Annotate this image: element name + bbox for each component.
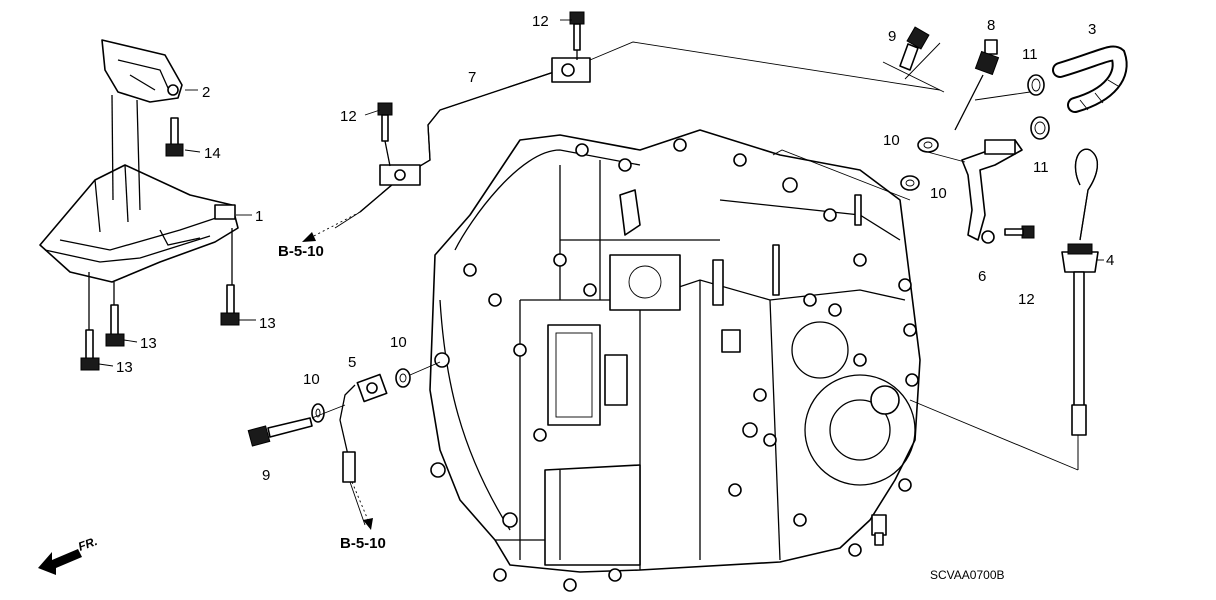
leader	[919, 149, 966, 163]
callout-2: 2	[202, 84, 210, 101]
callout-9-upper: 9	[888, 28, 896, 45]
reference-label-bottom: B-5-10	[340, 535, 386, 552]
reference-label-top: B-5-10	[278, 243, 324, 260]
bolt-part-13-middle	[105, 282, 125, 347]
guide-line	[909, 399, 1079, 471]
callout-1: 1	[255, 208, 263, 225]
front-direction-arrow-icon	[38, 549, 82, 575]
mount-bracket-part-2	[101, 39, 183, 211]
sensor-part-8	[954, 39, 1000, 131]
callout-10-lower: 10	[303, 371, 320, 388]
callout-4: 4	[1106, 252, 1114, 269]
leader	[311, 404, 346, 419]
diagram-code: SCVAA0700B	[930, 568, 1005, 582]
bolt-part-12-left	[377, 102, 393, 167]
callout-3: 3	[1088, 21, 1096, 38]
leader	[364, 109, 381, 116]
transmission-case	[429, 129, 921, 592]
bolt-part-13-left	[80, 272, 100, 371]
clamp-part-11-lower	[1030, 116, 1050, 140]
callout-10-right-lower: 10	[930, 185, 947, 202]
bolt-part-12-right	[1004, 225, 1035, 239]
reference-arrow-top	[302, 211, 361, 242]
front-direction-label: FR.	[76, 534, 99, 554]
leader	[882, 61, 945, 93]
washer-part-10-right-lower	[900, 175, 920, 191]
hose-part-3	[1052, 45, 1128, 113]
leader	[974, 91, 1031, 101]
bolt-part-12-top	[569, 11, 585, 60]
callout-13-left: 13	[116, 359, 133, 376]
callout-12-top: 12	[532, 13, 549, 30]
callout-11-upper: 11	[1022, 46, 1038, 63]
reference-arrow-bottom	[351, 481, 373, 530]
callout-5: 5	[348, 354, 356, 371]
callout-8: 8	[987, 17, 995, 34]
callout-7: 7	[468, 69, 476, 86]
washer-part-10-upper	[395, 368, 411, 388]
bolt-part-14	[165, 117, 184, 157]
callout-12-right: 12	[1018, 291, 1035, 308]
clamp-part-11-upper	[1027, 74, 1045, 96]
guide-line	[589, 41, 941, 91]
washer-part-10-lower	[311, 403, 325, 423]
guide-line	[772, 149, 911, 201]
callout-10-right-upper: 10	[883, 132, 900, 149]
callout-11-lower: 11	[1033, 159, 1049, 176]
callout-14: 14	[204, 145, 221, 162]
leader	[904, 42, 941, 80]
pipe-part-6	[961, 139, 1023, 244]
callout-9-lower: 9	[262, 467, 270, 484]
bolt-part-9-upper	[899, 26, 930, 71]
bolt-part-13-right	[220, 228, 240, 326]
callout-12-left: 12	[340, 108, 357, 125]
bolt-part-9-lower	[247, 417, 313, 447]
oil-line-part-5	[339, 373, 388, 526]
leader	[98, 363, 114, 367]
callout-13-right: 13	[259, 315, 276, 332]
callout-6: 6	[978, 268, 986, 285]
mount-bracket-part-1	[39, 164, 239, 283]
atf-pipe-part-7	[334, 57, 591, 229]
callout-13-middle: 13	[140, 335, 157, 352]
leader	[123, 339, 138, 343]
callout-10-upper: 10	[390, 334, 407, 351]
leader	[409, 361, 441, 376]
dipstick-part-4	[1061, 148, 1099, 470]
leader	[184, 149, 201, 153]
